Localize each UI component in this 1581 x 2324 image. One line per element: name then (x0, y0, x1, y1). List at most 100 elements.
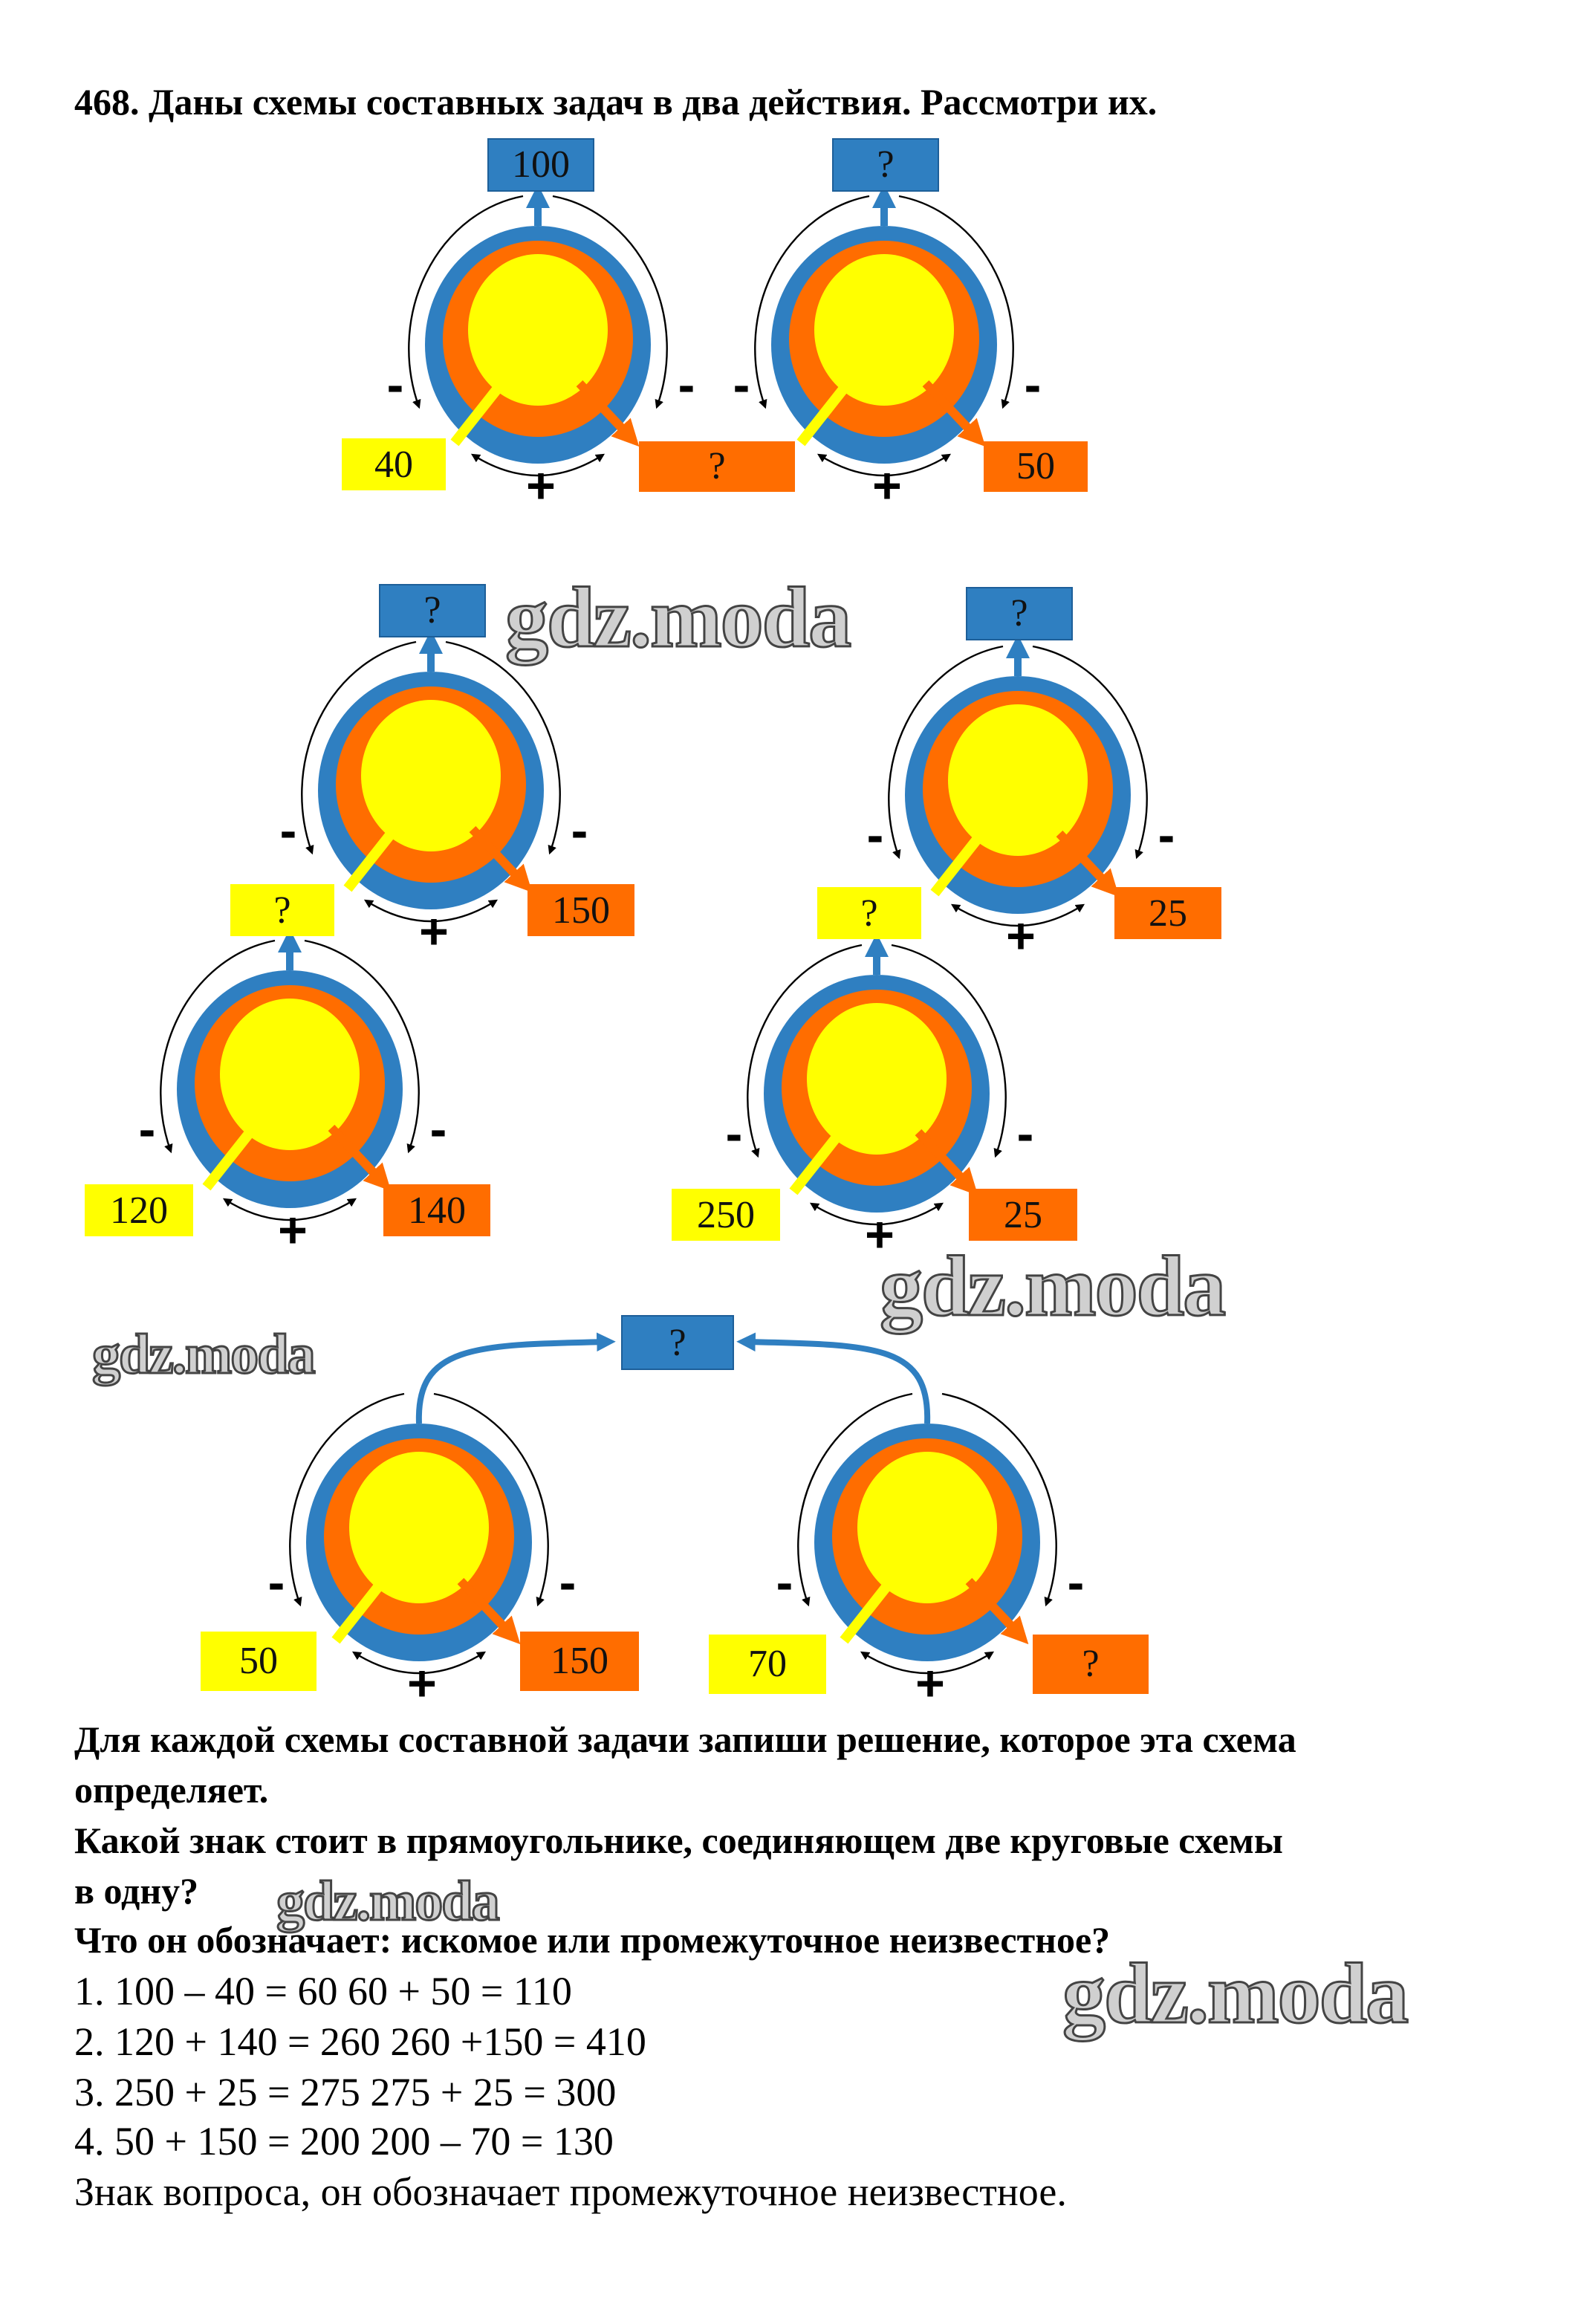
part-two-box: 150 (520, 1632, 639, 1691)
whole-value-box: ? (379, 584, 486, 637)
minus-sign: - (1158, 808, 1175, 864)
answer-line: Знак вопроса, он обозначает промежуточно… (74, 2169, 1067, 2214)
answer-line: 4. 50 + 150 = 200 200 – 70 = 130 (74, 2119, 614, 2164)
whole-value-box: ? (966, 587, 1073, 640)
minus-sign: - (776, 1555, 793, 1611)
answer-line: 1. 100 – 40 = 60 60 + 50 = 110 (74, 1969, 572, 2013)
yellow-connector (450, 383, 504, 447)
plus-sign: + (407, 1656, 437, 1713)
orange-arrow (965, 1577, 1029, 1645)
curved-arrow-left (415, 1332, 616, 1424)
curved-arrow-right (736, 1332, 931, 1424)
whole-value-box: ? (832, 138, 939, 192)
watermark: gdz.moda (878, 1237, 1227, 1336)
minus-sign: - (386, 357, 404, 414)
part-one-box: 250 (672, 1189, 780, 1241)
plus-arc-bottom (222, 1198, 357, 1221)
minus-arc-right (898, 195, 1014, 409)
plus-sign: + (419, 904, 449, 961)
plus-arc-bottom (817, 453, 952, 477)
part-one-box: ? (230, 884, 334, 936)
minus-sign: - (571, 803, 588, 860)
watermark: gdz.moda (275, 1870, 501, 1935)
orange-arrow (915, 1129, 978, 1196)
minus-sign: - (678, 357, 695, 414)
minus-arc-left (160, 939, 276, 1154)
plus-arc-bottom (950, 903, 1085, 927)
minus-sign: - (559, 1555, 577, 1611)
yellow-connector (840, 1580, 893, 1644)
part-two-box: 140 (383, 1184, 490, 1236)
watermark: gdz.moda (1061, 1944, 1409, 2043)
inner-yellow-circle (361, 700, 501, 851)
question-line: в одну? (74, 1872, 199, 1912)
orange-arrow (469, 825, 533, 893)
minus-arc-left (797, 1392, 913, 1607)
part-two-box: 25 (1114, 887, 1221, 939)
part-one-box: 50 (201, 1632, 316, 1691)
part-one-box: 70 (709, 1635, 826, 1694)
answer-line: 2. 120 + 140 = 260 260 +150 = 410 (74, 2019, 646, 2064)
minus-sign: - (267, 1555, 285, 1611)
answer-line: 3. 250 + 25 = 275 275 + 25 = 300 (74, 2070, 617, 2114)
minus-sign: - (279, 803, 297, 860)
part-two-box: ? (1033, 1635, 1149, 1694)
connector-unknown-box: ? (621, 1315, 734, 1370)
exercise-title: 468. Даны схемы составных задач в два де… (74, 83, 1158, 123)
plus-arc-bottom (351, 1651, 487, 1675)
part-two-box: 150 (527, 884, 634, 936)
minus-arc-right (304, 939, 420, 1154)
yellow-connector (343, 828, 397, 892)
minus-sign: - (429, 1102, 447, 1158)
plus-sign: + (865, 1207, 895, 1264)
plus-sign: + (872, 458, 902, 515)
minus-sign: - (138, 1102, 156, 1158)
minus-arc-left (301, 640, 417, 855)
orange-arrow (922, 380, 986, 447)
minus-arc-right (445, 640, 561, 855)
watermark: gdz.moda (504, 568, 852, 667)
plus-sign: + (1006, 909, 1036, 965)
part-one-box: 40 (342, 438, 446, 490)
minus-arc-right (433, 1392, 549, 1607)
minus-sign: - (733, 357, 750, 414)
yellow-connector (789, 1132, 843, 1195)
minus-arc-right (552, 195, 668, 409)
minus-arc-left (289, 1392, 405, 1607)
minus-arc-right (1032, 645, 1148, 860)
minus-arc-left (747, 944, 863, 1158)
yellow-connector (796, 383, 850, 447)
part-two-box: 25 (969, 1189, 1077, 1241)
plus-sign: + (915, 1656, 945, 1713)
plus-sign: + (278, 1203, 308, 1259)
minus-sign: - (1024, 357, 1042, 414)
inner-yellow-circle (468, 254, 608, 406)
orange-arrow (1056, 830, 1120, 898)
orange-arrow (328, 1124, 392, 1192)
minus-arc-right (891, 944, 1007, 1158)
question-line: Какой знак стоит в прямоугольнике, соеди… (74, 1822, 1283, 1862)
part-one-box: 120 (85, 1184, 193, 1236)
inner-yellow-circle (948, 704, 1088, 856)
part-two-box: ? (639, 441, 795, 492)
watermark: gdz.moda (91, 1323, 316, 1388)
inner-yellow-circle (349, 1452, 489, 1603)
part-one-box: ? (817, 887, 921, 939)
minus-sign: - (1067, 1555, 1085, 1611)
minus-arc-left (408, 195, 524, 409)
yellow-connector (331, 1580, 385, 1644)
inner-yellow-circle (220, 999, 360, 1150)
plus-arc-bottom (809, 1202, 944, 1226)
yellow-connector (930, 833, 984, 897)
minus-sign: - (866, 808, 884, 864)
plus-sign: + (526, 458, 556, 515)
minus-sign: - (1016, 1106, 1034, 1163)
minus-arc-left (754, 195, 870, 409)
yellow-connector (202, 1127, 256, 1191)
minus-arc-left (888, 645, 1004, 860)
minus-sign: - (725, 1106, 743, 1163)
whole-value-box: 100 (487, 138, 594, 192)
plus-arc-bottom (363, 899, 499, 923)
